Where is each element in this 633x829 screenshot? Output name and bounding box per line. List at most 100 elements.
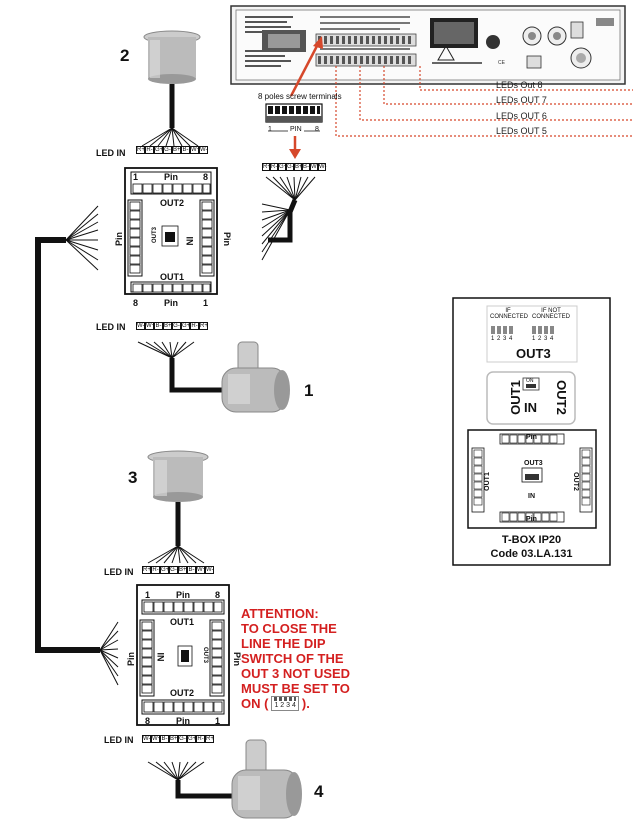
legend-box-out2: OUT2 — [571, 472, 579, 491]
pin-number: 8 — [145, 716, 151, 726]
wire-label: G+ — [154, 146, 164, 154]
wire-label: R- — [145, 146, 154, 154]
pin-number: 1 — [145, 590, 151, 600]
wire-label: B- — [160, 735, 169, 743]
wire-label: W+ — [145, 322, 156, 330]
attention-prefix: ON ( — [241, 696, 269, 711]
fixture-1-spotlight — [221, 341, 290, 413]
pin-side: Pin — [126, 651, 137, 667]
dip-number: 3 — [503, 336, 507, 342]
wire-label: W- — [142, 735, 151, 743]
pin-number: 1 — [203, 298, 209, 308]
wire-label: G+ — [278, 163, 288, 171]
legend-box-out1: OUT1 — [483, 472, 491, 491]
legend-if-not-connected: IF NOT CONNECTED — [531, 308, 570, 320]
wire-label: G+ — [181, 322, 191, 330]
attention-line: OUT 3 NOT USED — [241, 666, 351, 681]
wire-label: R- — [151, 566, 160, 574]
pin-number: 8 — [203, 172, 209, 182]
out3-label: OUT3 — [202, 646, 209, 664]
wire-label: B- — [302, 163, 310, 171]
wire-label: R+ — [262, 163, 271, 171]
pin-header: Pin — [164, 172, 179, 182]
legend-product-name: T-BOX IP20 — [501, 534, 562, 546]
wire-label: W+ — [196, 566, 207, 574]
wire-label: G+ — [160, 566, 170, 574]
led-in-label: LED IN — [104, 567, 134, 577]
wire-label: G- — [172, 322, 181, 330]
attention-dip-icon: 1 2 3 4 — [271, 696, 299, 711]
out1-label: OUT1 — [160, 272, 185, 282]
terminal-pin-left: 1 — [268, 126, 272, 133]
in-label: IN — [155, 652, 166, 662]
dip-number: 4 — [550, 336, 554, 342]
wire-label: R- — [190, 322, 199, 330]
wire-label: R- — [270, 163, 278, 171]
attention-note: ATTENTION: TO CLOSE THE LINE THE DIP SWI… — [241, 606, 350, 711]
wire-label: W+ — [190, 146, 201, 154]
attention-last-line: ON ( 1 2 3 4 ). — [241, 696, 350, 711]
fixture-3-number: 3 — [128, 468, 138, 487]
out3-label: OUT3 — [152, 226, 159, 244]
legend-on: ON — [526, 378, 534, 384]
dip-number: 2 — [538, 336, 542, 342]
svg-text:CE: CE — [498, 60, 506, 66]
wire-label: W- — [136, 322, 145, 330]
legend-dip-numbers: 1 2 3 4 — [491, 336, 513, 342]
screw-terminal-block — [265, 103, 323, 132]
pin-number: 1 — [133, 172, 139, 182]
wire-label: R+ — [205, 735, 214, 743]
fixture-1-number: 1 — [304, 381, 314, 400]
wire-label: G+ — [187, 735, 197, 743]
wire-label-strip: R+ R- G+ G- B+ B- W+ W- — [136, 146, 208, 154]
dip-number: 1 — [532, 336, 536, 342]
wire-label: B- — [181, 146, 190, 154]
wire-label: W- — [199, 146, 208, 154]
legend-dip-numbers: 1 2 3 4 — [532, 336, 554, 342]
wire-label: B+ — [163, 322, 172, 330]
out2-label: OUT2 — [170, 688, 195, 698]
legend-out1: OUT1 — [507, 380, 523, 415]
led-output-label: LEDs OUT 6 — [496, 111, 547, 121]
dip-number: 1 — [491, 336, 495, 342]
tbox-b — [136, 584, 230, 726]
pin-number: 8 — [215, 590, 221, 600]
red-arrow-up — [289, 36, 323, 97]
led-output-lines — [335, 66, 633, 137]
attention-title: ATTENTION: — [241, 606, 319, 621]
pin-footer: Pin — [176, 716, 191, 726]
legend-pin-bottom: Pin — [526, 516, 537, 523]
legend-panel — [452, 297, 611, 566]
terminal-pin-right: 8 — [315, 126, 319, 133]
attention-line: TO CLOSE THE — [241, 621, 337, 636]
wire-label: G- — [163, 146, 172, 154]
wire-label: B- — [154, 322, 163, 330]
wire-label: B+ — [169, 735, 178, 743]
dip-number: 2 — [497, 336, 501, 342]
attention-line: LINE THE DIP — [241, 636, 326, 651]
legend-if-connected: IF CONNECTED — [490, 308, 529, 320]
legend-box-in: IN — [528, 493, 535, 500]
pin-header: Pin — [176, 590, 191, 600]
legend-pin-top: Pin — [526, 434, 537, 441]
led-output-label: LEDs OUT 7 — [496, 95, 547, 105]
wire-label-strip: W- W+ B- B+ G- G+ R- R+ — [136, 322, 208, 330]
out2-label: OUT2 — [160, 198, 185, 208]
wire-label: R+ — [142, 566, 151, 574]
led-in-label: LED IN — [96, 148, 126, 158]
pin-side: Pin — [114, 231, 125, 247]
led-output-label: LEDs Out 8 — [496, 80, 543, 90]
wire-label: G- — [286, 163, 294, 171]
wire-label-strip: R+ R- G+ G- B+ B- W+ W- — [262, 163, 327, 171]
wire-label: B+ — [294, 163, 303, 171]
pin-footer: Pin — [164, 298, 179, 308]
attention-suffix: ). — [301, 696, 310, 711]
wire-label: R+ — [136, 146, 145, 154]
wire-label: B+ — [178, 566, 187, 574]
wire-label: B- — [187, 566, 196, 574]
dip-number: 4 — [509, 336, 513, 342]
pin-side: Pin — [222, 231, 233, 247]
terminal-caption: 8 poles screw terminals — [258, 92, 342, 101]
red-arrow-down — [289, 136, 301, 159]
